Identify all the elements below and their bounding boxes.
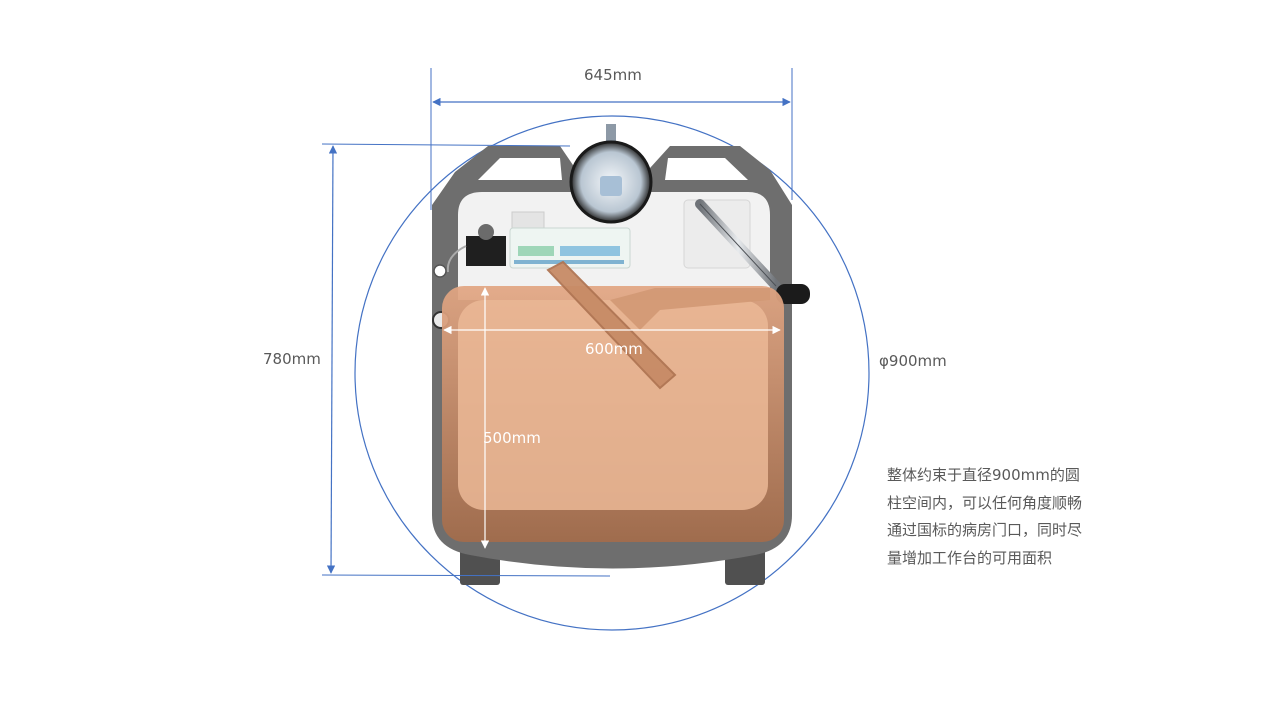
- pump-box: [466, 236, 506, 266]
- dimension-label-circle: φ900mm: [879, 352, 947, 370]
- black-handle: [776, 284, 810, 304]
- iv-pole-edge: [699, 203, 777, 287]
- tablet-panel: [546, 260, 677, 390]
- ext-top-780: [321, 143, 571, 147]
- pump-cable: [446, 245, 467, 273]
- note-line: 柱空间内，可以任何角度顺畅: [887, 493, 1083, 512]
- worktop: [442, 260, 784, 542]
- note-line: 量增加工作台的可用面积: [887, 548, 1053, 567]
- tablet-arm: [610, 288, 770, 330]
- gauge-center: [600, 176, 622, 196]
- monitor-strip: [514, 260, 624, 264]
- right-device: [683, 199, 751, 269]
- monitor-screen-green: [518, 246, 554, 256]
- equipment: [446, 124, 810, 304]
- note-line: 整体约束于直径900mm的圆: [887, 466, 1080, 484]
- dimension-label-worktop-depth: 500mm: [483, 429, 541, 447]
- ext-bottom-780: [321, 574, 611, 577]
- handle-right: [665, 158, 748, 180]
- worktop-highlight: [458, 300, 768, 510]
- dim-line-780: [326, 145, 338, 574]
- side-hook: [433, 264, 447, 278]
- pump-knob: [478, 224, 494, 240]
- dimension-lines: [321, 68, 793, 577]
- design-note: 整体约束于直径900mm的圆 柱空间内，可以任何角度顺畅 通过国标的病房门口，同…: [887, 462, 1117, 572]
- dimension-label-width: 645mm: [584, 66, 642, 84]
- dimension-label-height: 780mm: [263, 350, 321, 368]
- constraint-circle: [354, 115, 870, 631]
- note-line: 通过国标的病房门口，同时尽: [887, 521, 1083, 539]
- dimension-label-worktop-width: 600mm: [585, 340, 643, 358]
- monitor-screen-blue: [560, 246, 620, 256]
- handle-left: [478, 158, 562, 180]
